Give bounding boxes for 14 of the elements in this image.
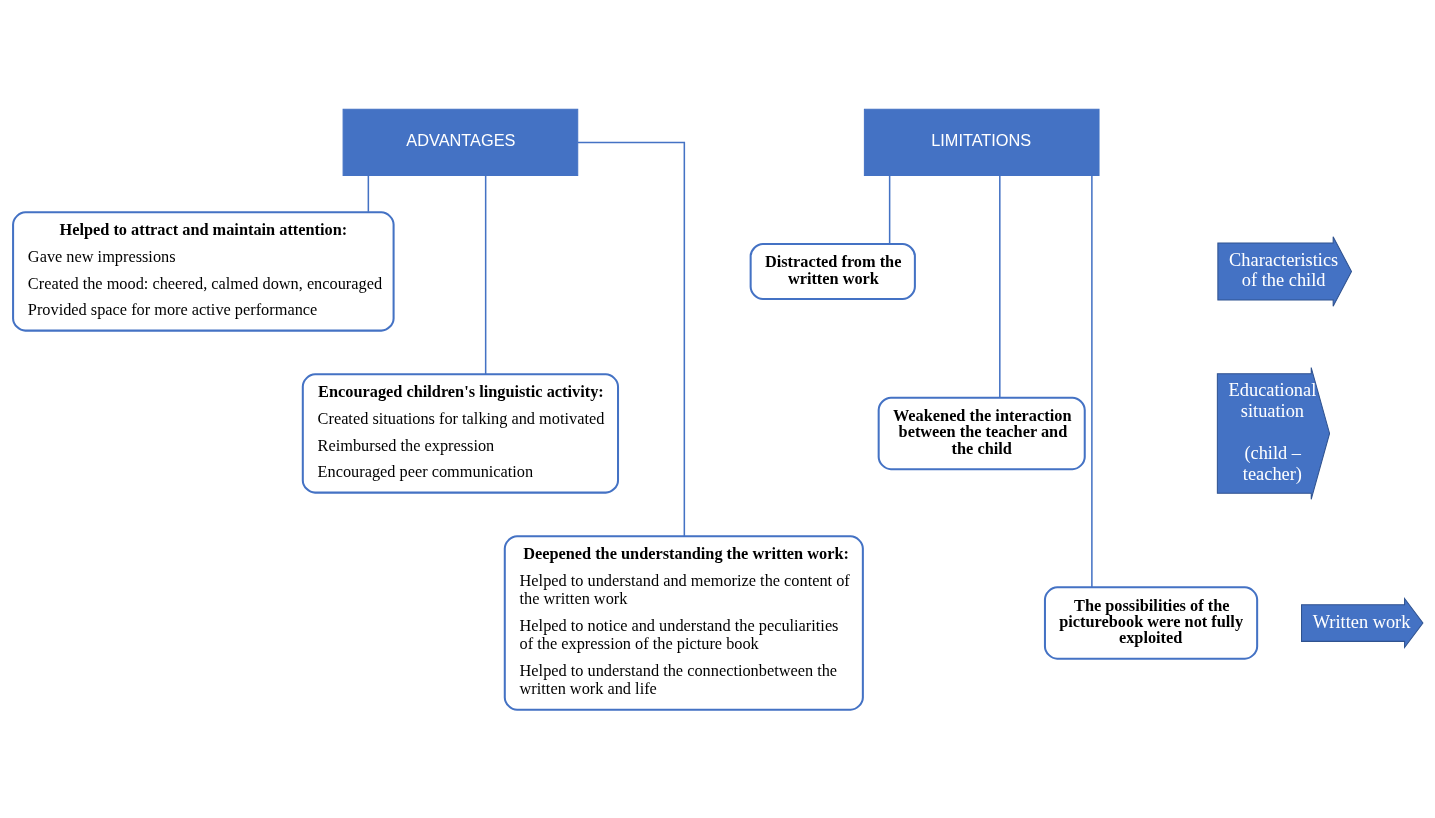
node-box: ADVANTAGES: [342, 108, 578, 176]
node-box: Encouraged children's linguistic activity: Created situations for talking and motivated Reimbursed the expression Encouraged peer communication: [301, 372, 619, 494]
connector: [576, 141, 685, 537]
connector: [888, 174, 890, 244]
node-box: Deepened the understanding the written work: Helped to understand and memorize the content of the written work Helped to notice and understand the peculiarities of the expression of the picture book Helped to understand the connectionbetween the written work and life: [503, 534, 864, 711]
node-box: Weakened the interaction between the teacher and the child: [877, 396, 1086, 470]
node-box: Distracted from the written work: [749, 242, 916, 300]
node-box: The possibilities of the picturebook were not fully exploited: [1043, 585, 1258, 660]
connector: [484, 174, 486, 375]
connector: [1090, 174, 1093, 588]
node-box: LIMITATIONS: [863, 108, 1100, 176]
connector: [998, 174, 1001, 399]
connector: [367, 174, 369, 213]
node-box: Helped to attract and maintain attention: Gave new impressions Created the mood: cheered, calmed down, encouraged Provided space for more active performance: [11, 210, 395, 332]
